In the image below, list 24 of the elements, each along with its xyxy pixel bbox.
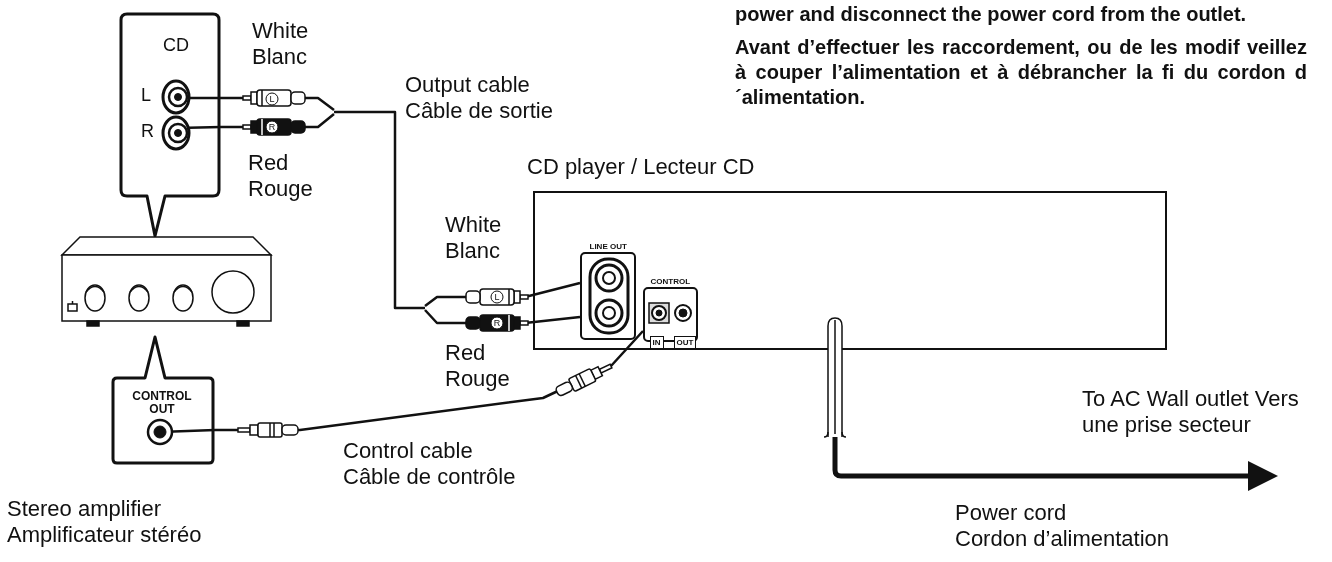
jack-tag: IN xyxy=(649,335,664,349)
caption: Red Rouge xyxy=(248,150,313,202)
caption: White Blanc xyxy=(252,18,309,70)
warning-text: Avant d’effectuer les raccordement, ou de les modif veillez à couper l’alimentation et à débrancher la fi du cordon d´alimentation. xyxy=(735,35,1307,110)
caption: White Blanc xyxy=(445,212,502,264)
caption: Red Rouge xyxy=(445,340,510,392)
callout-box xyxy=(119,12,221,238)
jack-label: CONTROL OUT xyxy=(131,390,193,417)
jack-group-label: CD xyxy=(163,36,189,56)
cable xyxy=(219,96,582,325)
callout-box xyxy=(111,335,215,465)
warning-text: power and disconnect the power cord from the outlet. xyxy=(735,2,1248,27)
edge-label: Control cable Câble de contrôle xyxy=(343,438,517,490)
jack-tag: OUT xyxy=(673,335,697,349)
cable xyxy=(215,330,644,432)
edge-label: Output cable Câble de sortie xyxy=(405,72,554,124)
panel-label: LINE OUT xyxy=(589,242,627,252)
channel-label: R xyxy=(141,120,154,142)
panel-label: CONTROL xyxy=(650,277,691,287)
caption: To AC Wall outlet Vers une prise secteur xyxy=(1082,386,1300,438)
caption: Stereo amplifier Amplificateur stéréo xyxy=(7,496,203,548)
device-label: CD player / Lecteur CD xyxy=(527,155,755,180)
edge-label: Power cord Cordon d’alimentation xyxy=(955,500,1171,552)
channel-label: L xyxy=(141,84,151,106)
